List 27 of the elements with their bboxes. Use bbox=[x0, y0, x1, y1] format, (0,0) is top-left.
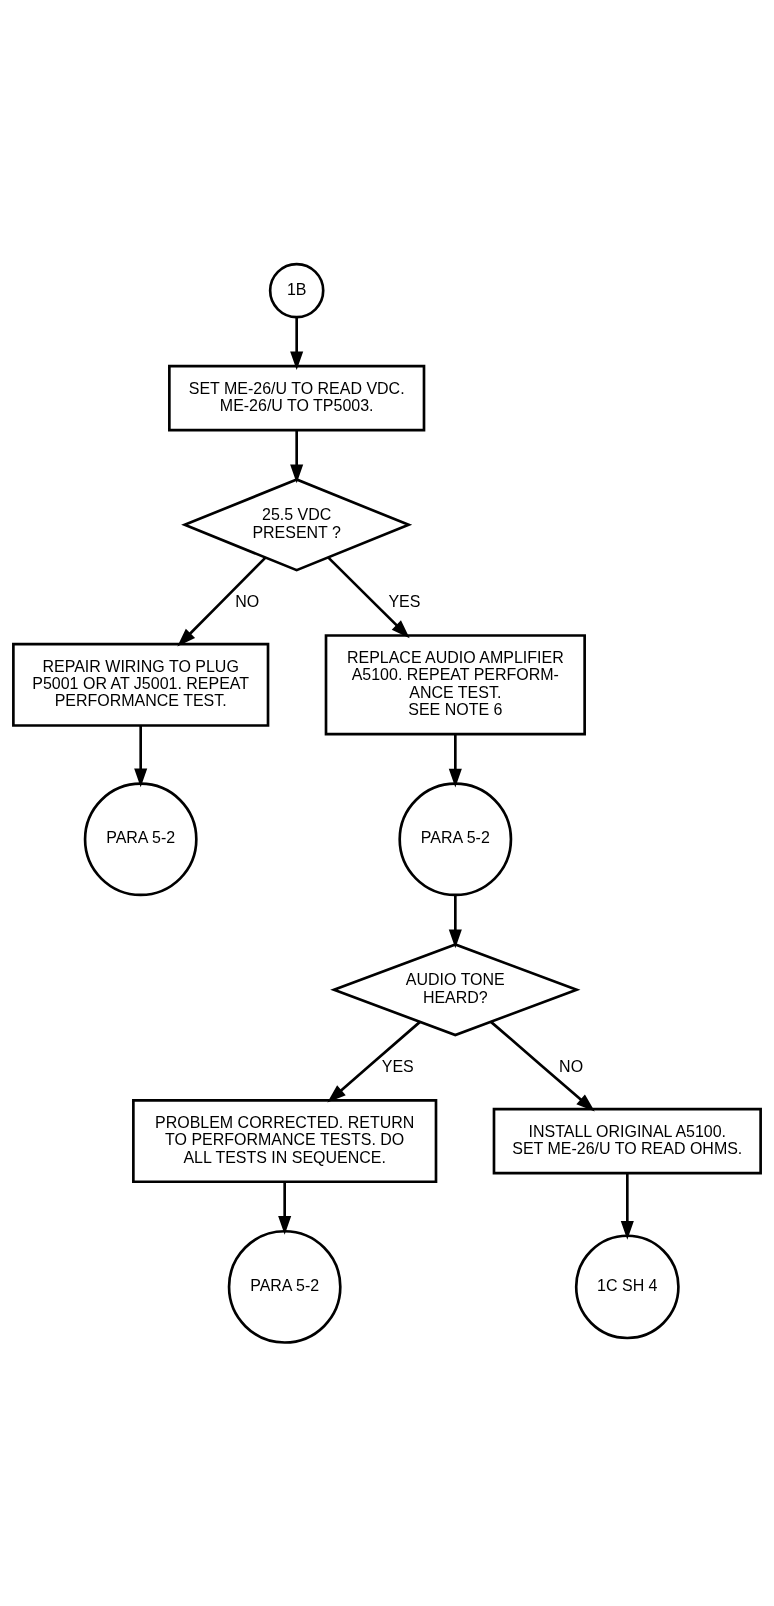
arrow bbox=[490, 1020, 595, 1112]
node-circle: PARA 5-2 bbox=[398, 781, 513, 896]
arrow bbox=[278, 1181, 292, 1235]
node-box: INSTALL ORIGINAL A5100. SET ME-26/U TO READ OHMS. bbox=[492, 1107, 762, 1174]
node-circle: 1B bbox=[268, 262, 325, 318]
edge-label: YES bbox=[388, 592, 421, 610]
arrow bbox=[448, 733, 462, 787]
node-box: REPAIR WIRING TO PLUG P5001 OR AT J5001. REPEAT PERFORMANCE TEST. bbox=[12, 642, 270, 727]
node-circle: 1C SH 4 bbox=[574, 1233, 680, 1339]
arrow bbox=[327, 1020, 421, 1103]
node-box: SET ME-26/U TO READ VDC. ME-26/U TO TP5003. bbox=[168, 364, 426, 431]
arrow bbox=[290, 430, 304, 483]
edge-label: YES bbox=[381, 1057, 414, 1075]
edge-label: NO bbox=[235, 592, 260, 610]
node-circle: PARA 5-2 bbox=[83, 781, 198, 896]
arrow bbox=[327, 556, 410, 638]
node-box: REPLACE AUDIO AMPLIFIER A5100. REPEAT PERFORM- ANCE TEST. SEE NOTE 6 bbox=[324, 633, 586, 735]
node-box: PROBLEM CORRECTED. RETURN TO PERFORMANCE TESTS. DO ALL TESTS IN SEQUENCE. bbox=[132, 1098, 438, 1183]
node-circle: PARA 5-2 bbox=[227, 1229, 342, 1344]
node-diamond: AUDIO TONE HEARD? bbox=[330, 942, 581, 1036]
arrow bbox=[134, 725, 148, 787]
arrow bbox=[620, 1172, 634, 1240]
arrow bbox=[448, 894, 462, 948]
arrow bbox=[177, 556, 267, 647]
arrow bbox=[290, 316, 304, 370]
node-diamond: 25.5 VDC PRESENT ? bbox=[181, 477, 413, 572]
edge-label: NO bbox=[559, 1057, 584, 1075]
